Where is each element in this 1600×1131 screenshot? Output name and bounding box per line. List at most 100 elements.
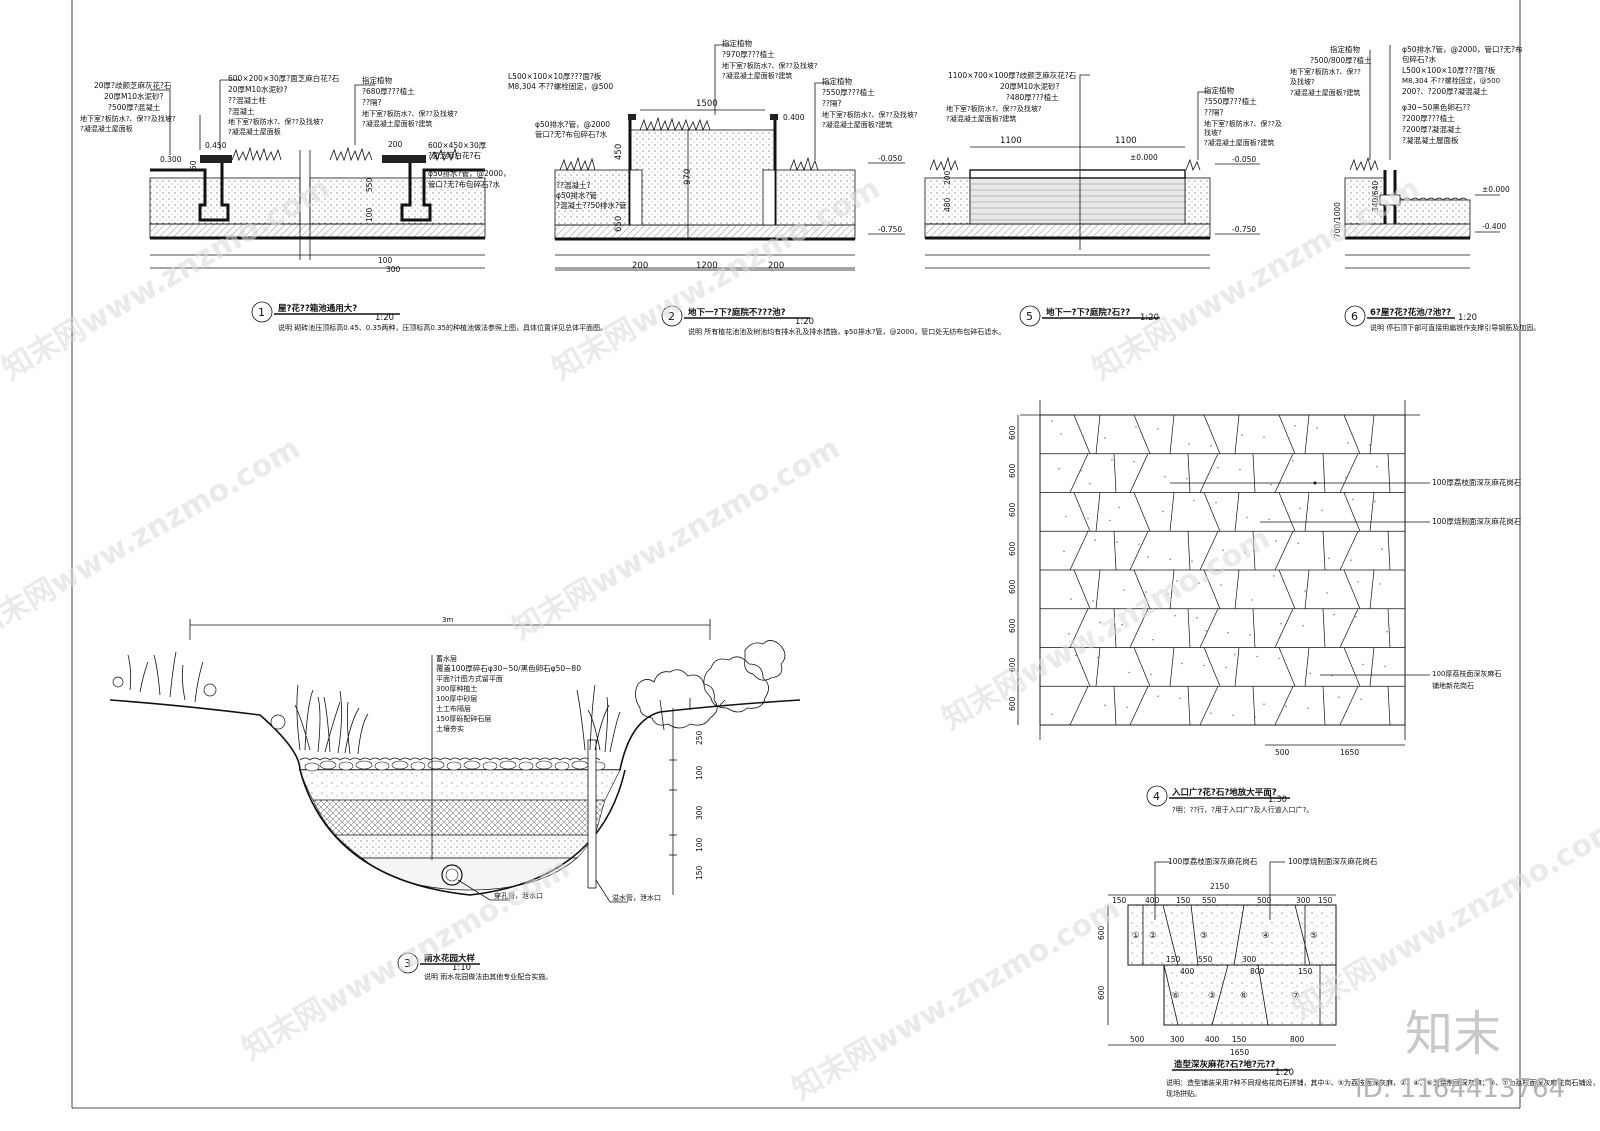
d4-bottom-dim-2: 1650	[1340, 748, 1359, 757]
paving-speckle	[1089, 483, 1091, 485]
paving-speckle	[1275, 540, 1277, 542]
d5-dim-m0050: -0.050	[1232, 155, 1256, 164]
d1-callout-left-2: 20厚M10水泥砂?	[104, 91, 164, 101]
paving-speckle	[1188, 443, 1190, 445]
paving-joint	[1199, 453, 1219, 493]
d2-dim-450: 450	[614, 144, 624, 160]
unit-cell-5: ⑤	[1310, 931, 1318, 941]
paving-joint	[1304, 492, 1310, 532]
unit-bot-dim-4: 150	[1232, 1035, 1247, 1044]
d2-callout-left-4: 管口?无?布包碎石?水	[535, 129, 607, 139]
d3-scale: 1:10	[452, 963, 471, 973]
paving-speckle	[1302, 625, 1304, 627]
paving-speckle	[1251, 599, 1253, 601]
paving-joint	[1369, 414, 1375, 454]
paving-speckle	[1328, 557, 1330, 559]
paving-joint	[1369, 647, 1375, 687]
paving-joint	[1322, 453, 1326, 493]
d3-dim-250: 250	[695, 730, 704, 745]
paving-speckle	[1326, 592, 1328, 594]
paving-speckle	[1299, 507, 1301, 510]
d2-callout-left-2: M8,304 不??螺栓固定，@500	[508, 81, 613, 91]
d2-title: 地下一?下?庭院不???池?	[688, 307, 786, 318]
paving-speckle	[1263, 703, 1265, 705]
paving-joint	[1278, 414, 1296, 454]
paving-speckle	[1297, 542, 1299, 544]
d5-callout-left-1: 1100×700×100厚?歧颜芝麻灰花?石	[948, 70, 1077, 80]
paving-joint	[1252, 686, 1256, 726]
d1-callout-right-5: 地下室?板防水?、保??及找坡?	[228, 117, 324, 126]
paving-speckle	[1157, 695, 1159, 697]
unit-cell-3b: ③	[1208, 991, 1216, 1001]
d4-row-dim-6: 600	[1008, 618, 1017, 633]
paving-speckle	[1152, 639, 1154, 641]
d5-callout-right-2: ?550厚???植土	[1204, 96, 1257, 106]
paving-joint	[1234, 414, 1240, 454]
paving-joint	[1073, 647, 1091, 687]
paving-joint	[1133, 647, 1151, 687]
paving-speckle	[1239, 469, 1241, 471]
paving-joint	[1343, 569, 1361, 609]
paving-joint	[1069, 686, 1089, 726]
d6-callout-right-4: M8,304 不??螺栓固定，@500	[1402, 76, 1500, 85]
d4-bottom-dim-1: 500	[1275, 748, 1290, 757]
paving-joint	[1343, 647, 1361, 687]
paving-joint	[1339, 686, 1359, 726]
unit-cell-4: ④	[1262, 931, 1270, 941]
paving-speckle	[1369, 444, 1371, 446]
d3-callout-1: 蓄水层	[436, 654, 457, 663]
paving-speckle	[1280, 623, 1282, 625]
paving-speckle	[1360, 698, 1362, 700]
d4-number-circle	[1146, 785, 1168, 807]
d3-callout-2: 覆盖100厚碎石φ30~50/黑色卵石φ50~80	[436, 663, 581, 673]
d3-number-circle	[397, 952, 419, 974]
paving-speckle	[1217, 467, 1219, 469]
paving-joint	[1069, 531, 1089, 571]
paving-speckle	[1210, 445, 1212, 447]
paving-speckle	[1121, 624, 1123, 626]
d2-dim-1200: 1200	[696, 261, 718, 271]
unit-top-dim-5: 500	[1257, 896, 1272, 905]
d3-dim-100b: 100	[695, 837, 704, 852]
paving-speckle	[1307, 707, 1309, 709]
watermark-id: ID: 1164413764	[1355, 1074, 1565, 1104]
paving-speckle	[1205, 630, 1207, 632]
paving-speckle	[1210, 712, 1212, 714]
d1-scale: 1:20	[375, 313, 394, 323]
paving-speckle	[1051, 420, 1053, 422]
unit-cell-6: ⑥	[1172, 991, 1180, 1001]
paving-speckle	[1294, 425, 1296, 427]
paving-joint	[1187, 608, 1191, 648]
paving-speckle	[1384, 665, 1386, 668]
paving-speckle	[1193, 499, 1195, 502]
paving-speckle	[1273, 575, 1275, 577]
d5-number: 5	[1026, 310, 1033, 323]
paving-speckle	[1109, 519, 1111, 522]
detail-6-roof-planter: ±0.000 -0.400 700/1000 340/640 指定植物 ?500…	[1290, 44, 1540, 332]
paving-speckle	[1379, 583, 1381, 585]
paving-joint	[1274, 531, 1294, 571]
unit-mid-dim-5: 800	[1250, 967, 1265, 976]
unit-bot-dim-1: 500	[1130, 1035, 1145, 1044]
paving-speckle	[1097, 656, 1099, 659]
d1-number: 1	[258, 306, 265, 319]
d2-callout-mid-3: ?混凝土??50排水?管	[556, 200, 627, 210]
d5-callout-right-1: 指定植物	[1204, 85, 1234, 95]
unit-label-1: 100厚荔枝面深灰麻花岗石	[1168, 856, 1258, 866]
d6-callout-right-2: 包碎石?水	[1402, 54, 1436, 64]
d1-drain-2: 管口?无?布包碎石?水	[428, 179, 500, 189]
paving-joint	[1304, 647, 1310, 687]
paving-speckle	[1355, 616, 1357, 618]
unit-bot-dim-2: 300	[1170, 1035, 1185, 1044]
d2-number-circle	[661, 305, 683, 327]
paving-speckle	[1381, 548, 1383, 550]
unit-row-dim-2: 600	[1097, 985, 1106, 1000]
paving-speckle	[1196, 617, 1198, 619]
paving-joint	[1095, 647, 1101, 687]
paving-joint	[1343, 492, 1361, 532]
paving-joint	[1133, 492, 1151, 532]
d3-callout-7: 150厚砾配碎石层	[436, 714, 491, 723]
paving-speckle	[1191, 560, 1193, 562]
paving-joint	[1069, 608, 1089, 648]
paving-speckle	[1323, 475, 1325, 477]
